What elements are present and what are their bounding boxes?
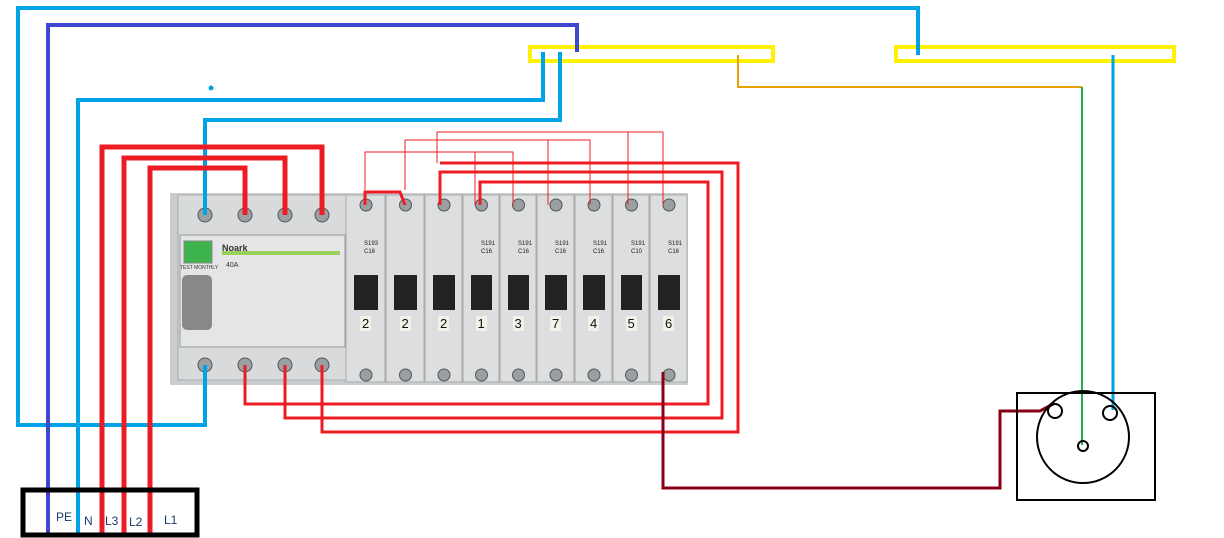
distribution-panel-photo [170, 193, 688, 385]
breaker-number: 1 [475, 316, 487, 331]
breaker-number: 2 [399, 316, 411, 331]
pe-wire [46, 23, 579, 535]
wires [16, 6, 1176, 535]
terminal-screw [475, 368, 488, 382]
terminal-screw [625, 368, 638, 382]
neutral-feed-wire [737, 55, 1082, 88]
breaker-number: 2 [360, 316, 372, 331]
breaker-toggle [508, 275, 529, 310]
terminal-label-l2: L2 [129, 515, 143, 529]
terminal-screw [359, 368, 373, 382]
terminal-label-l3: L3 [105, 514, 119, 528]
terminal-label-pe: PE [56, 510, 73, 524]
rcd-test-label: TEST MONTHLY [180, 265, 219, 271]
terminal-screw [587, 198, 601, 212]
breaker-number: 5 [625, 316, 637, 331]
socket-outlet [1016, 390, 1156, 501]
rcd-rating: 40A [226, 262, 239, 269]
terminal-screw [512, 198, 525, 212]
breaker-number: 4 [588, 316, 600, 331]
breaker-toggle [433, 275, 455, 310]
breaker-number: 7 [550, 316, 562, 331]
rcd-out-l1 [243, 180, 710, 406]
terminal-screw [625, 198, 638, 212]
terminal-screw [662, 198, 676, 212]
breaker-toggle [394, 275, 417, 310]
terminal-label-n: N [84, 514, 93, 528]
breaker-number: 6 [663, 316, 675, 331]
terminal-label-l1: L1 [164, 513, 178, 527]
l3-wire [99, 144, 325, 535]
breaker-toggle [621, 275, 642, 310]
rcd-brand: Noark [222, 243, 248, 253]
neutral-busbar [528, 45, 775, 63]
breaker-toggle [471, 275, 492, 310]
supply-terminal-block [20, 487, 200, 538]
l2-wire [121, 155, 288, 535]
rcd-out-l3 [320, 161, 740, 434]
earth-busbar [894, 45, 1176, 63]
breaker-toggle [354, 275, 378, 310]
terminal-screw [399, 368, 412, 382]
terminal-screw [549, 368, 563, 382]
terminal-screw [512, 368, 525, 382]
breaker-number: 2 [438, 316, 450, 331]
terminal-screw [662, 368, 676, 382]
terminal-screw [549, 198, 563, 212]
rcd-out-l2 [283, 170, 724, 420]
terminal-screw [437, 368, 451, 382]
neutral-wire [76, 52, 545, 535]
terminal-screw [399, 198, 412, 212]
breaker-toggle [658, 275, 680, 310]
breaker-toggle [583, 275, 605, 310]
l1-wire [147, 165, 248, 535]
breaker-toggle [545, 275, 567, 310]
switched-phase-wire [661, 372, 1056, 490]
breaker-number: 3 [512, 316, 524, 331]
terminal-screw [587, 368, 601, 382]
breaker [649, 194, 688, 383]
neutral-return-wire [16, 6, 920, 427]
